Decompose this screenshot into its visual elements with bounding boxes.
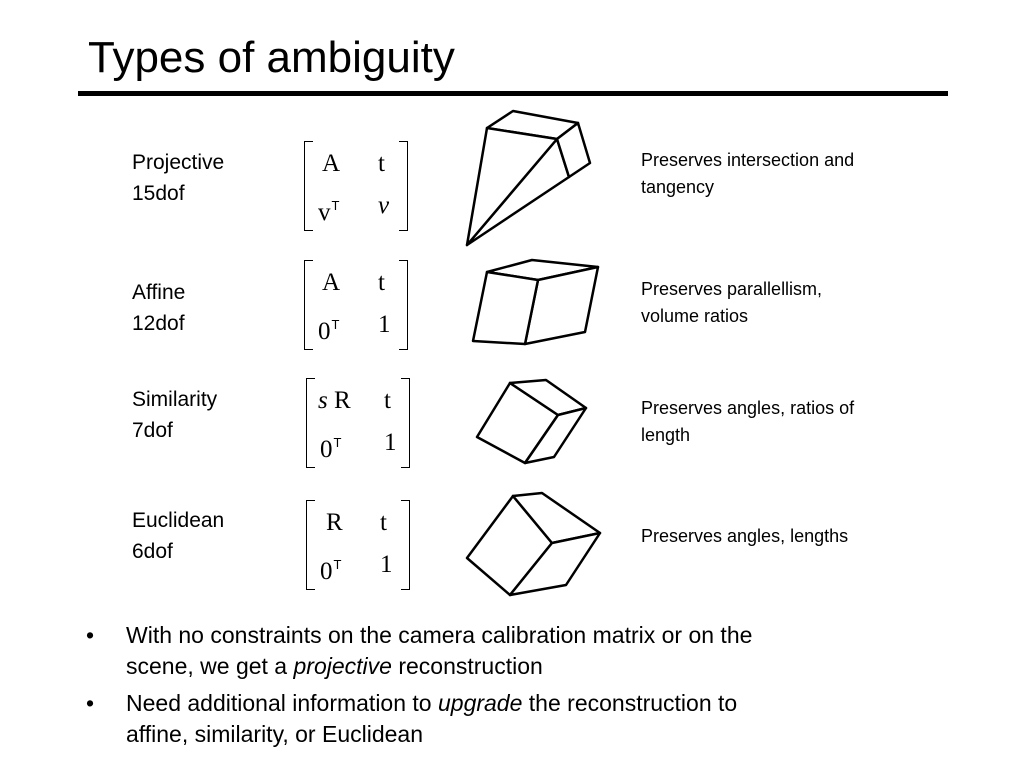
bullet-item: • Need additional information to upgrade… xyxy=(86,690,738,747)
matrix-cell: A xyxy=(322,150,341,177)
matrix-cell: t xyxy=(378,150,385,177)
transform-dof: 12dof xyxy=(132,312,185,335)
bullet-marker: • xyxy=(86,622,95,648)
euclidean-cuboid-drawing xyxy=(465,491,602,597)
transform-dof: 15dof xyxy=(132,182,185,205)
transpose-superscript: T xyxy=(333,435,342,450)
matrix-cell: vT xyxy=(318,198,340,226)
matrix-cell: t xyxy=(378,269,385,296)
transform-name: Similarity xyxy=(132,388,218,411)
row-label-similarity: Similarity 7dof xyxy=(132,384,217,446)
matrix-cell: t xyxy=(384,387,391,414)
matrix-cell: t xyxy=(380,509,387,536)
matrix-euclidean: R t 0T 1 xyxy=(306,500,410,590)
bullet-marker: • xyxy=(86,690,95,716)
matrix-cell: 0T xyxy=(320,435,342,463)
row-label-affine: Affine 12dof xyxy=(132,277,185,339)
transform-name: Projective xyxy=(132,151,225,174)
matrix-projective: A t vT v xyxy=(304,141,408,231)
matrix-cell: 1 xyxy=(378,311,391,338)
matrix-cell: s R xyxy=(318,387,351,414)
transpose-superscript: T xyxy=(333,557,342,572)
title-underline xyxy=(78,91,948,96)
similarity-cuboid-drawing xyxy=(475,378,588,465)
projective-cuboid-drawing xyxy=(465,109,592,247)
property-description-euclidean: Preserves angles, lengths xyxy=(641,526,849,546)
matrix-affine: A t 0T 1 xyxy=(304,260,408,350)
transpose-superscript: T xyxy=(331,317,340,332)
transpose-superscript: T xyxy=(331,198,340,213)
transform-name: Euclidean xyxy=(132,509,225,532)
bracket-left xyxy=(306,378,315,468)
affine-cuboid-drawing xyxy=(471,258,600,346)
matrix-cell: 1 xyxy=(380,551,393,578)
property-description-projective: Preserves intersection and tangency xyxy=(641,150,855,197)
matrix-cell: 1 xyxy=(384,429,397,456)
bracket-right xyxy=(399,141,408,231)
transform-name: Affine xyxy=(132,281,186,304)
bullet-item: • With no constraints on the camera cali… xyxy=(86,622,753,679)
bracket-left xyxy=(306,500,315,590)
matrix-cell: 0T xyxy=(318,317,340,345)
row-label-projective: Projective 15dof xyxy=(132,147,224,209)
row-label-euclidean: Euclidean 6dof xyxy=(132,505,224,567)
bracket-right xyxy=(401,378,410,468)
bracket-right xyxy=(401,500,410,590)
transform-dof: 7dof xyxy=(132,419,173,442)
matrix-cell: A xyxy=(322,269,341,296)
property-description-affine: Preserves parallellism, volume ratios xyxy=(641,279,823,326)
matrix-cell: R xyxy=(326,509,343,536)
bracket-left xyxy=(304,141,313,231)
slide-title: Types of ambiguity xyxy=(88,33,455,82)
bracket-left xyxy=(304,260,313,350)
property-description-similarity: Preserves angles, ratios of length xyxy=(641,398,855,445)
bullet-list: • With no constraints on the camera cali… xyxy=(86,620,966,756)
matrix-cell: 0T xyxy=(320,557,342,585)
transform-dof: 6dof xyxy=(132,540,173,563)
matrix-cell: v xyxy=(378,192,390,219)
bracket-right xyxy=(399,260,408,350)
matrix-similarity: s R t 0T 1 xyxy=(306,378,410,468)
